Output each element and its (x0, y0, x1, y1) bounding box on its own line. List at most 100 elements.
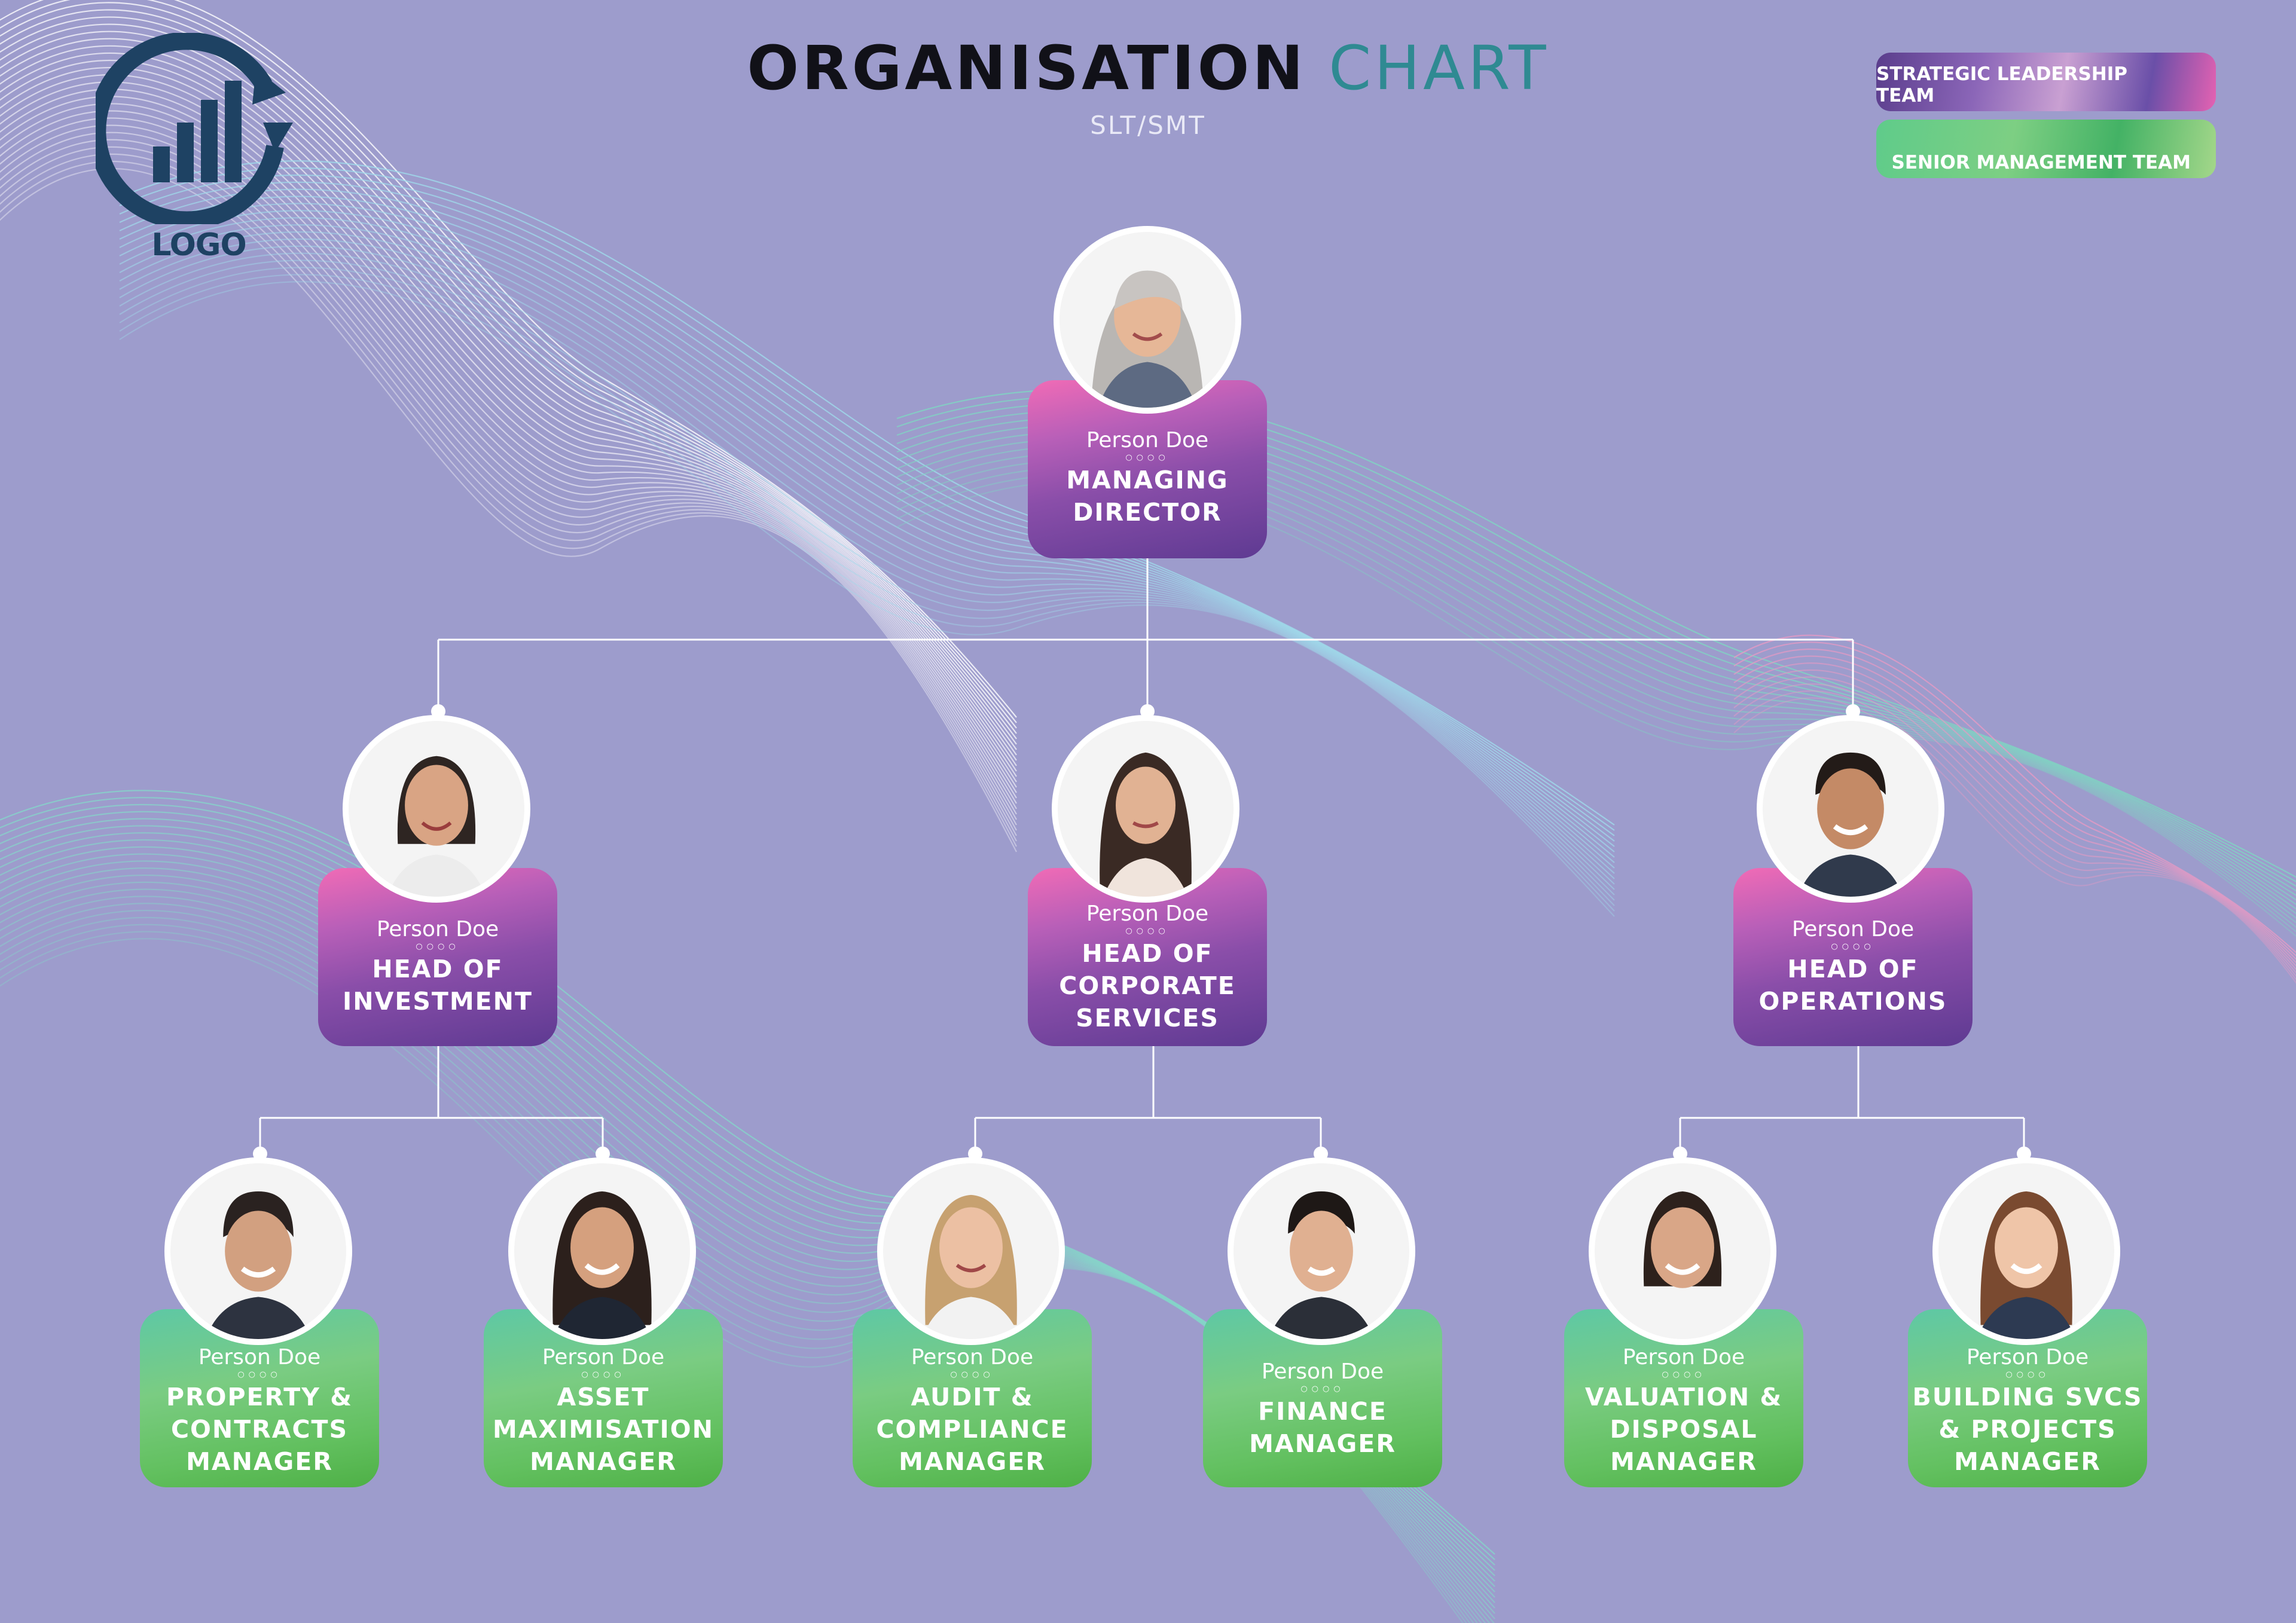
wave-line (119, 245, 1615, 890)
wave-line (0, 16, 1017, 739)
wave-line (119, 188, 1615, 847)
legend-slt-label: STRATEGIC LEADERSHIP TEAM (1876, 63, 2127, 106)
person-name: Person Doe (1966, 1345, 2089, 1370)
wave-line (119, 238, 1615, 885)
company-logo: LOGO (88, 32, 302, 272)
avatar-icon (883, 1163, 1059, 1339)
avatar-audit-compliance-manager (877, 1157, 1065, 1345)
avatar-icon (1595, 1163, 1770, 1339)
wave-line (119, 203, 1615, 858)
wave-line (119, 167, 1615, 831)
wave-line (0, 0, 1017, 718)
wave-line (0, 52, 1017, 766)
growth-chart-icon (88, 32, 293, 230)
logo-text: LOGO (151, 227, 246, 263)
legend-slt: STRATEGIC LEADERSHIP TEAM (1876, 53, 2216, 111)
avatar-head-of-investment (343, 715, 530, 903)
person-name: Person Doe (911, 1345, 1034, 1370)
person-name: Person Doe (1086, 901, 1209, 926)
wave-line (0, 103, 1017, 804)
wave-line (119, 217, 1615, 869)
wave-line (0, 9, 1017, 734)
avatar-property-contracts-manager (164, 1157, 352, 1345)
title-part-1: ORGANISATION (747, 33, 1306, 104)
role-title: HEAD OF OPERATIONS (1758, 955, 1947, 1016)
avatar-icon (1058, 721, 1234, 897)
wave-line (0, 74, 1017, 783)
avatar-asset-maximisation-manager (508, 1157, 696, 1345)
node-asset-maximisation-manager[interactable]: Person Doe ○○○○ ASSET MAXIMISATION MANAG… (484, 1309, 723, 1487)
wave-line (0, 2, 1017, 729)
role-title: AUDIT & COMPLIANCE MANAGER (876, 1383, 1068, 1476)
avatar-icon (1060, 232, 1235, 408)
wave-line (0, 60, 1017, 772)
page-title: ORGANISATION CHART (0, 33, 2296, 105)
wave-line (0, 0, 1017, 723)
person-name: Person Doe (1622, 1345, 1745, 1370)
avatar-icon (170, 1163, 346, 1339)
wave-line (0, 168, 1017, 852)
wave-line (119, 174, 1615, 836)
avatar-valuation-disposal-manager (1589, 1157, 1776, 1345)
page-subtitle: SLT/SMT (1090, 111, 1206, 140)
wave-line (1733, 690, 2296, 981)
separator-dots: ○○○○ (950, 1370, 994, 1379)
wave-line (119, 252, 1615, 895)
separator-dots: ○○○○ (1300, 1384, 1345, 1393)
wave-line (119, 160, 1615, 826)
legend-smt: SENIOR MANAGEMENT TEAM (1876, 120, 2216, 178)
role-title: FINANCE MANAGER (1249, 1397, 1396, 1458)
wave-line (0, 67, 1017, 777)
role-title: MANAGING DIRECTOR (1066, 466, 1229, 527)
wave-line (0, 45, 1017, 761)
wave-line (119, 231, 1615, 879)
separator-dots: ○○○○ (1831, 942, 1875, 951)
wave-line (119, 281, 1615, 917)
avatar-finance-manager (1228, 1157, 1415, 1345)
person-name: Person Doe (542, 1345, 665, 1370)
avatar-icon (1234, 1163, 1409, 1339)
avatar-icon (1938, 1163, 2114, 1339)
avatar-icon (349, 721, 524, 897)
wave-line (119, 259, 1615, 901)
title-part-2: CHART (1329, 33, 1549, 104)
wave-line (119, 181, 1615, 842)
avatar-head-of-operations (1757, 715, 1944, 903)
wave-line (119, 195, 1615, 852)
wave-line (0, 88, 1017, 793)
wave-line (119, 224, 1615, 874)
role-title: HEAD OF INVESTMENT (343, 955, 533, 1016)
role-title: BUILDING SVCS & PROJECTS MANAGER (1912, 1383, 2143, 1476)
role-title: VALUATION & DISPOSAL MANAGER (1584, 1383, 1783, 1476)
avatar-building-svcs-projects-manager (1932, 1157, 2120, 1345)
separator-dots: ○○○○ (1125, 927, 1170, 936)
role-title: PROPERTY & CONTRACTS MANAGER (166, 1383, 353, 1476)
person-name: Person Doe (1261, 1359, 1384, 1384)
separator-dots: ○○○○ (2005, 1370, 2050, 1379)
avatar-managing-director (1054, 226, 1241, 414)
separator-dots: ○○○○ (581, 1370, 625, 1379)
wave-line (119, 274, 1615, 912)
separator-dots: ○○○○ (1662, 1370, 1706, 1379)
role-title: HEAD OF CORPORATE SERVICES (1059, 939, 1236, 1032)
avatar-icon (1763, 721, 1938, 897)
wave-line (0, 38, 1017, 756)
person-name: Person Doe (1086, 428, 1209, 453)
wave-line (0, 81, 1017, 788)
wave-line (0, 96, 1017, 799)
person-name: Person Doe (1791, 917, 1915, 942)
avatar-head-of-corporate-services (1052, 715, 1239, 903)
separator-dots: ○○○○ (1125, 453, 1170, 462)
role-title: ASSET MAXIMISATION MANAGER (493, 1383, 714, 1476)
wave-line (1733, 676, 2296, 974)
separator-dots: ○○○○ (416, 942, 460, 951)
person-name: Person Doe (376, 917, 499, 942)
wave-line (119, 210, 1615, 863)
wave-line (119, 267, 1615, 906)
legend-smt-label: SENIOR MANAGEMENT TEAM (1891, 152, 2191, 173)
person-name: Person Doe (198, 1345, 321, 1370)
avatar-icon (514, 1163, 690, 1339)
separator-dots: ○○○○ (237, 1370, 282, 1379)
